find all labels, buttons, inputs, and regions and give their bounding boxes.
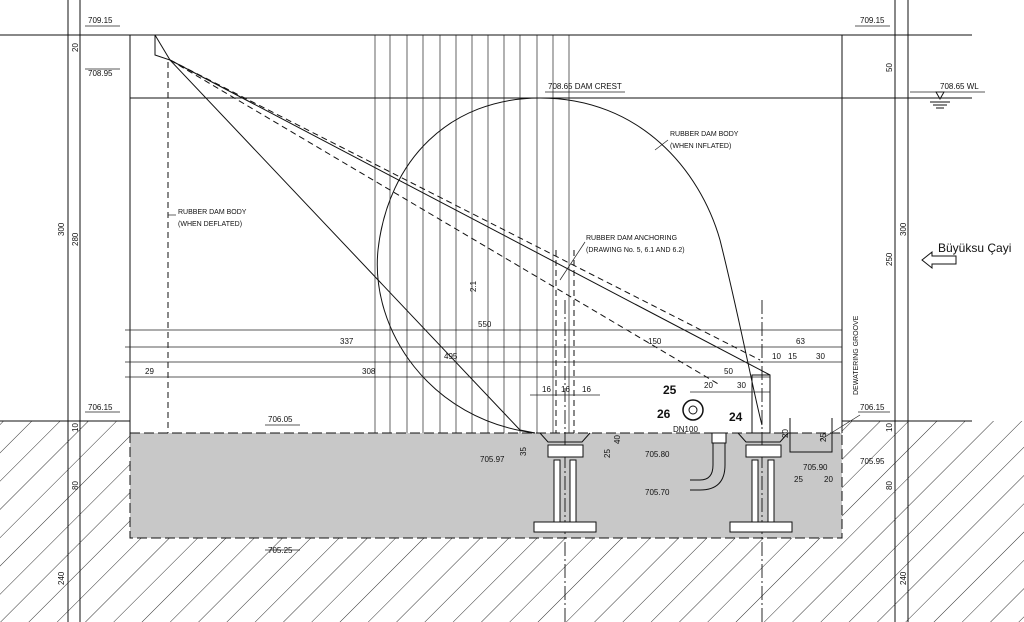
dim-16b: 16 <box>561 385 570 394</box>
dim-g-25: 25 <box>819 433 828 442</box>
dim-right-50: 50 <box>885 63 894 72</box>
elev-anchor-left: 705.97 <box>480 455 505 464</box>
dim-anc-35: 35 <box>519 447 528 456</box>
elev-water-level: 708.65 WL <box>940 82 979 91</box>
label-river: Büyüksu Çayi <box>938 241 1011 255</box>
label-pipe: DN100 <box>673 425 698 434</box>
dim-20a: 20 <box>704 381 713 390</box>
dim-308: 308 <box>362 367 376 376</box>
callout-25: 25 <box>663 383 677 397</box>
dim-right-250: 250 <box>885 252 894 266</box>
elev-top-left: 709.15 <box>88 16 113 25</box>
dim-29: 29 <box>145 367 154 376</box>
dim-337: 337 <box>340 337 354 346</box>
elev-crest: 708.65 DAM CREST <box>548 82 622 91</box>
elev-ground-left: 706.15 <box>88 403 113 412</box>
elev-left-inner: 708.95 <box>88 69 113 78</box>
callout-26: 26 <box>657 407 671 421</box>
dim-left-300: 300 <box>57 222 66 236</box>
section-grid-lines <box>374 35 570 433</box>
dewatering-groove <box>789 418 833 453</box>
centre-lines <box>564 300 763 622</box>
dim-anc-25: 25 <box>603 449 612 458</box>
label-anchoring-1: RUBBER DAM ANCHORING <box>586 235 677 242</box>
dim-g-20b: 20 <box>824 475 833 484</box>
dim-left-280: 280 <box>71 232 80 246</box>
elev-foundation-bottom: 705.25 <box>268 546 293 555</box>
horizontal-dimension-lines <box>125 329 842 396</box>
dim-30b: 30 <box>737 381 746 390</box>
dim-g-25b: 25 <box>794 475 803 484</box>
dim-anc-40: 40 <box>613 435 622 444</box>
dim-63: 63 <box>796 337 805 346</box>
rubber-dam-deflated <box>154 34 771 434</box>
concrete-foundation <box>129 432 843 539</box>
dim-right-300: 300 <box>899 222 908 236</box>
dim-left-20: 20 <box>71 43 80 52</box>
label-inflated-2: (WHEN INFLATED) <box>670 143 731 150</box>
rubber-dam-inflated <box>376 97 763 434</box>
dim-150: 150 <box>648 337 662 346</box>
dim-left-10: 10 <box>71 423 80 432</box>
water-level-symbol <box>930 91 950 109</box>
dim-left-240: 240 <box>57 571 66 585</box>
elev-right-step: 705.95 <box>860 457 885 466</box>
dim-50: 50 <box>724 367 733 376</box>
dim-15: 15 <box>788 352 797 361</box>
dim-right-240: 240 <box>899 571 908 585</box>
elev-sill: 706.05 <box>268 415 293 424</box>
dim-16c: 16 <box>582 385 591 394</box>
leader-lines <box>168 139 861 441</box>
elev-top-right: 709.15 <box>860 16 885 25</box>
dn100-pipe <box>682 399 727 491</box>
elevation-markers <box>85 25 985 551</box>
label-dewatering: DEWATERING GROOVE <box>853 315 860 395</box>
dim-16a: 16 <box>542 385 551 394</box>
dim-495: 495 <box>444 352 458 361</box>
dim-10: 10 <box>772 352 781 361</box>
label-slope: 2:1 <box>469 280 478 292</box>
elev-pipe-bottom: 705.70 <box>645 488 670 497</box>
elev-groove-bottom: 705.90 <box>803 463 828 472</box>
flow-arrow-icon <box>921 250 957 270</box>
anchor-right <box>729 374 793 533</box>
label-anchoring-2: (DRAWING No. 5, 6.1 AND 6.2) <box>586 247 685 254</box>
callout-24: 24 <box>729 410 743 424</box>
dim-30a: 30 <box>816 352 825 361</box>
elev-pipe-top: 705.80 <box>645 450 670 459</box>
label-deflated-2: (WHEN DEFLATED) <box>178 221 242 228</box>
anchor-left <box>533 250 597 533</box>
label-inflated-1: RUBBER DAM BODY <box>670 131 739 138</box>
label-deflated-1: RUBBER DAM BODY <box>178 209 247 216</box>
dim-right-10: 10 <box>885 423 894 432</box>
dim-left-80: 80 <box>71 481 80 490</box>
dim-g-20: 20 <box>781 429 790 438</box>
frame-lines <box>0 0 972 622</box>
dim-550: 550 <box>478 320 492 329</box>
elev-ground-right: 706.15 <box>860 403 885 412</box>
dim-right-80: 80 <box>885 481 894 490</box>
